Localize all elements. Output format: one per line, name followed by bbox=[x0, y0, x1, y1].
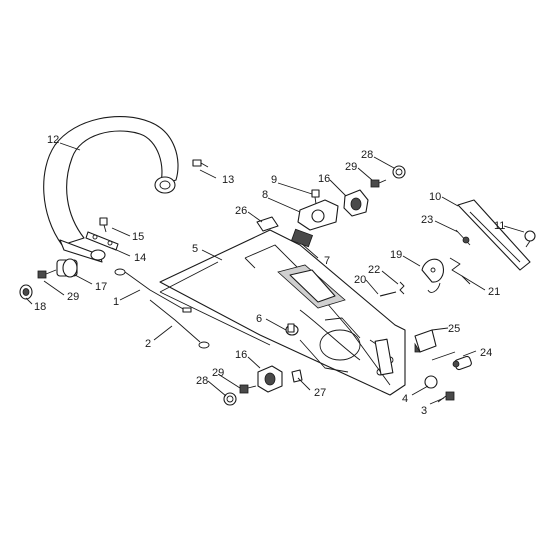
callout-19: 19 bbox=[390, 249, 402, 261]
callout-10: 10 bbox=[429, 191, 441, 203]
chain-guard-10 bbox=[457, 199, 531, 271]
callout-29-left: 29 bbox=[67, 291, 79, 303]
washer-18 bbox=[19, 284, 33, 300]
callout-7: 7 bbox=[324, 255, 330, 267]
screw-6 bbox=[285, 323, 299, 336]
callout-16-top: 16 bbox=[318, 173, 330, 185]
washer-28-lower bbox=[223, 392, 237, 406]
lever-19 bbox=[421, 258, 444, 293]
plate-14 bbox=[85, 231, 119, 251]
nut-16-top bbox=[343, 189, 369, 217]
callout-16-lower: 16 bbox=[235, 349, 247, 361]
bolt-29-lower bbox=[239, 384, 257, 394]
callout-29-lower: 29 bbox=[212, 367, 224, 379]
cap-4 bbox=[424, 375, 438, 389]
callout-8: 8 bbox=[262, 189, 268, 201]
callout-9: 9 bbox=[271, 174, 277, 186]
pin-23 bbox=[455, 229, 471, 246]
callout-15: 15 bbox=[132, 231, 144, 243]
callout-3: 3 bbox=[421, 405, 427, 417]
callout-27: 27 bbox=[314, 387, 326, 399]
callout-23: 23 bbox=[421, 214, 433, 226]
screw-15 bbox=[99, 217, 108, 233]
callout-17: 17 bbox=[95, 281, 107, 293]
leader-lines bbox=[25, 142, 525, 405]
plate-25 bbox=[414, 329, 437, 353]
callout-26: 26 bbox=[235, 205, 247, 217]
bolt-29-top bbox=[370, 179, 387, 188]
cable-2 bbox=[149, 299, 210, 349]
callout-2: 2 bbox=[145, 338, 151, 350]
screw-11 bbox=[524, 230, 536, 248]
callout-14: 14 bbox=[134, 252, 146, 264]
callout-22: 22 bbox=[368, 264, 380, 276]
bolt-29-left bbox=[37, 269, 57, 279]
callout-6: 6 bbox=[256, 313, 262, 325]
guide-7 bbox=[290, 228, 314, 248]
callout-28-top: 28 bbox=[361, 149, 373, 161]
washer-28-top bbox=[392, 165, 406, 179]
starter-cover-body bbox=[159, 229, 406, 396]
callout-21: 21 bbox=[488, 286, 500, 298]
cable-1 bbox=[114, 268, 192, 313]
callout-13: 13 bbox=[222, 174, 234, 186]
callout-25: 25 bbox=[448, 323, 460, 335]
adjuster-24 bbox=[431, 351, 472, 371]
callout-1: 1 bbox=[113, 296, 119, 308]
callout-11: 11 bbox=[494, 220, 505, 232]
spring-22 bbox=[399, 281, 405, 295]
callout-5: 5 bbox=[192, 243, 198, 255]
pin-20 bbox=[379, 291, 397, 297]
callout-24: 24 bbox=[480, 347, 492, 359]
callout-12: 12 bbox=[47, 134, 59, 146]
callout-labels: 12 13 15 14 17 29 18 1 2 5 26 8 9 16 29 … bbox=[34, 134, 505, 417]
label-26 bbox=[256, 216, 279, 232]
screw-3 bbox=[437, 391, 455, 403]
callout-20: 20 bbox=[354, 274, 366, 286]
callout-29-top: 29 bbox=[345, 161, 357, 173]
bracket-8 bbox=[297, 199, 339, 231]
bushing-17 bbox=[56, 258, 78, 278]
spring-21 bbox=[449, 257, 471, 285]
bolt-9 bbox=[311, 189, 320, 205]
nut-16-lower bbox=[257, 365, 283, 393]
callout-4: 4 bbox=[402, 393, 408, 405]
callout-18: 18 bbox=[34, 301, 46, 313]
callout-28-lower: 28 bbox=[196, 375, 208, 387]
bolt-13 bbox=[192, 159, 209, 168]
front-handle-bar bbox=[43, 116, 179, 263]
